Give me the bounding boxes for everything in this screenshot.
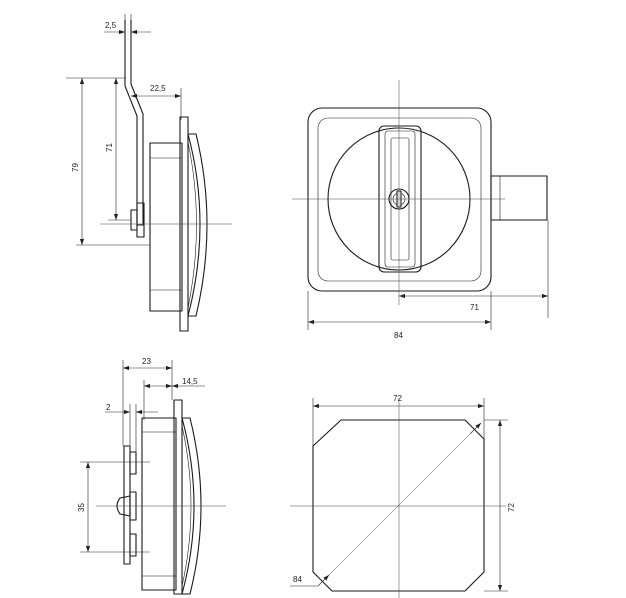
dim-cutout-height: 72 xyxy=(507,503,516,512)
latch-tongue xyxy=(490,175,548,221)
dim-front-width: 84 xyxy=(394,331,403,340)
cutout-view: 72 72 84 xyxy=(290,394,516,598)
flange-bottom xyxy=(173,399,183,595)
dim-side-bottom-height: 35 xyxy=(77,503,86,512)
dim-side-bottom-depth: 23 xyxy=(142,357,151,366)
mount-lug-bottom xyxy=(129,533,137,557)
bracket xyxy=(124,20,144,226)
mount-lug-top xyxy=(129,451,137,475)
dim-side-top-thickness: 2,5 xyxy=(105,21,117,30)
housing-bottom xyxy=(141,417,177,591)
stud-washer xyxy=(136,202,145,238)
dim-side-top-height-outer: 79 xyxy=(71,163,80,172)
mount-plate xyxy=(123,445,131,565)
side-view-top: 2,5 22,5 79 71 xyxy=(66,14,232,332)
dim-side-bottom-offset: 14,5 xyxy=(182,377,198,386)
handle-profile xyxy=(187,133,201,317)
stud-nut xyxy=(130,209,138,231)
knob xyxy=(116,495,131,517)
dim-cutout-width: 72 xyxy=(393,394,402,403)
front-view: 71 84 xyxy=(292,80,549,340)
dim-front-latch-extent: 71 xyxy=(470,303,479,312)
side-view-bottom: 23 14,5 2 35 xyxy=(77,357,226,595)
dim-side-top-offset: 22,5 xyxy=(150,84,166,93)
housing xyxy=(149,142,183,312)
dim-cutout-diagonal: 84 xyxy=(293,575,302,584)
cutout-outline xyxy=(312,419,485,592)
dim-side-top-height-inner: 71 xyxy=(105,143,114,152)
dim-side-bottom-thickness: 2 xyxy=(106,403,111,412)
